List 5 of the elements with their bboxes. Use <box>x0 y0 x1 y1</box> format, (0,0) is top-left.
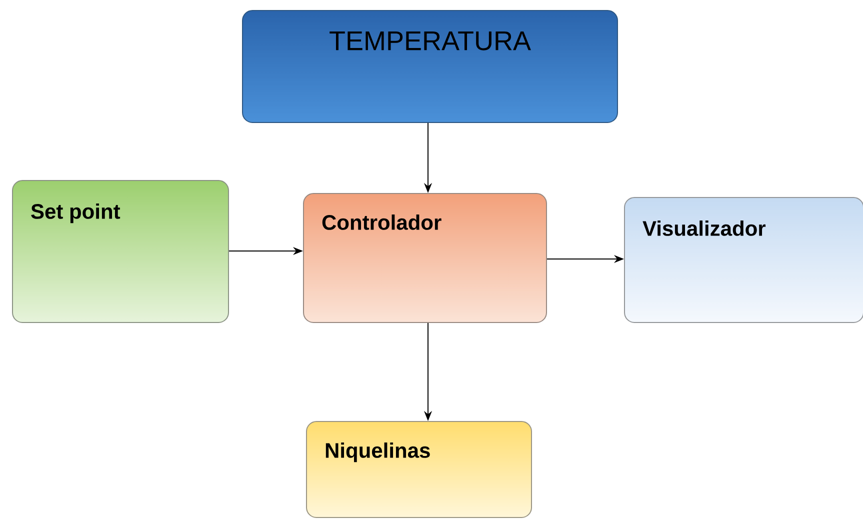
process-box: Visualizador <box>624 197 863 323</box>
process-box: Controlador <box>303 193 547 323</box>
process-box: Set point <box>12 180 229 323</box>
process-box: Niquelinas <box>306 421 532 518</box>
process-box: TEMPERATURA <box>242 10 618 123</box>
